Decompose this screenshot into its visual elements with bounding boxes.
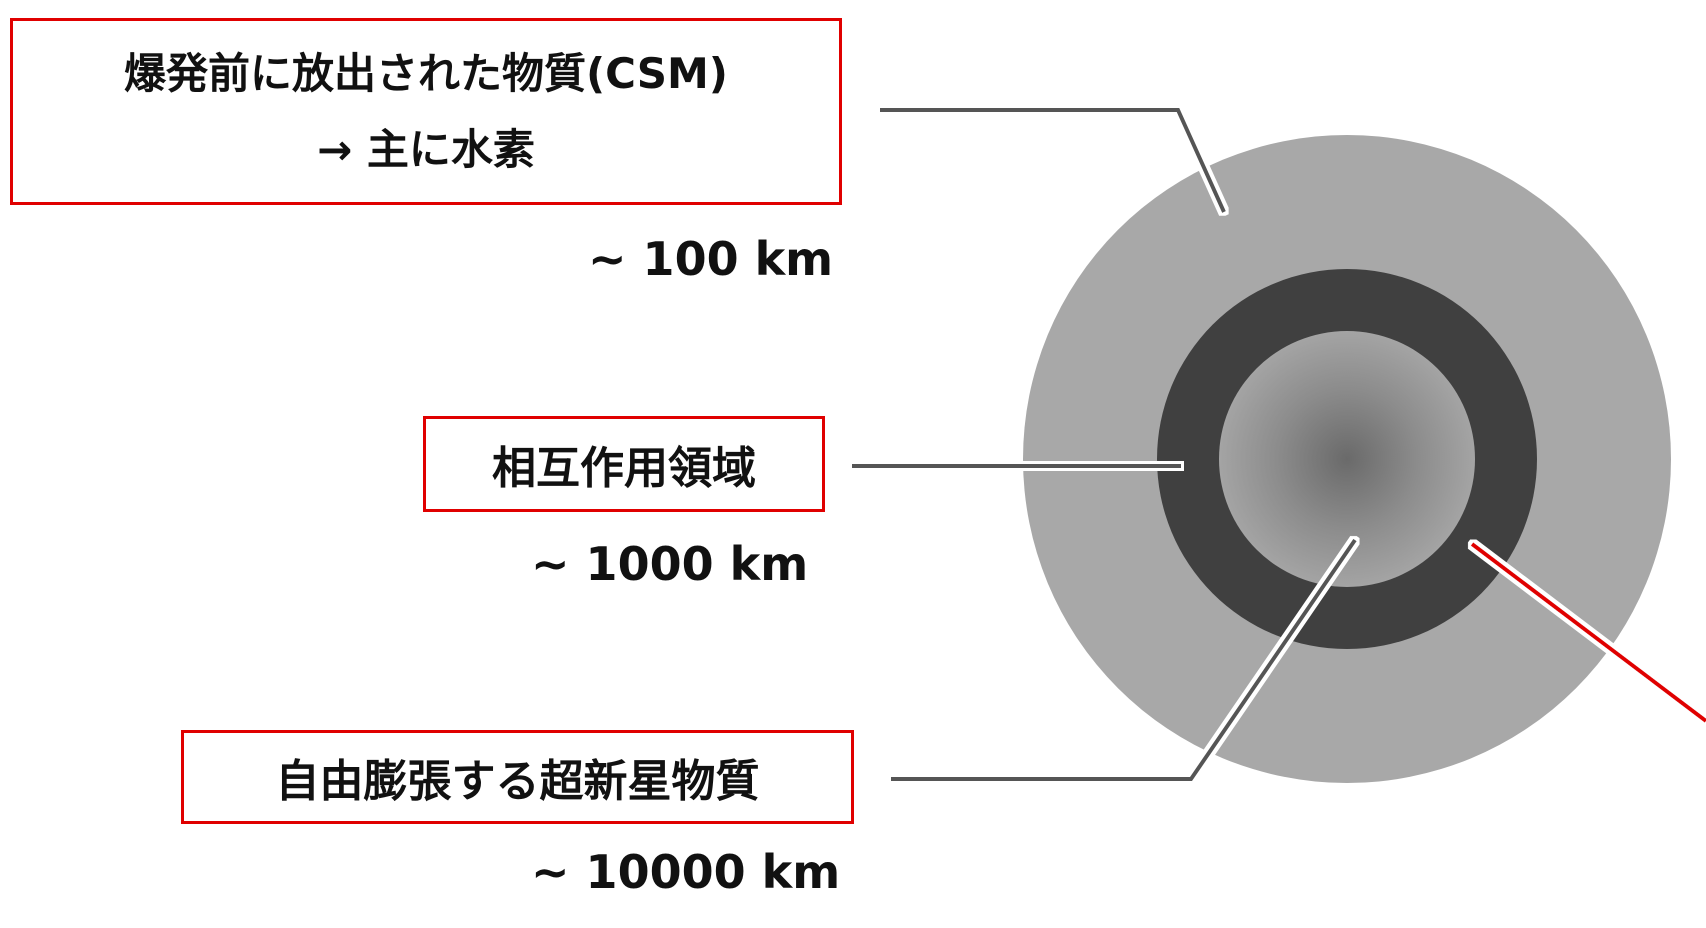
interaction-label: 相互作用領域 [492,443,756,494]
csm-label-line1: 爆発前に放出された物質(CSM) [123,48,729,98]
leader-line-free-expansion [891,538,1357,781]
interaction-scale-label: ~ 1000 km [531,537,809,591]
leader-line-highlight [1470,542,1706,723]
supernova-core [1219,331,1475,587]
csm-scale-label: ~ 100 km [588,232,834,286]
free-expansion-scale-label: ~ 10000 km [531,845,841,899]
free-expansion-label-box: 自由膨張する超新星物質 [181,730,854,824]
leader-line-csm [880,108,1226,213]
interaction-label-box: 相互作用領域 [423,416,825,512]
free-expansion-label: 自由膨張する超新星物質 [275,756,760,807]
csm-label-box: 爆発前に放出された物質(CSM) → 主に水素 [10,18,842,205]
csm-label-line2: → 主に水素 [317,124,535,174]
